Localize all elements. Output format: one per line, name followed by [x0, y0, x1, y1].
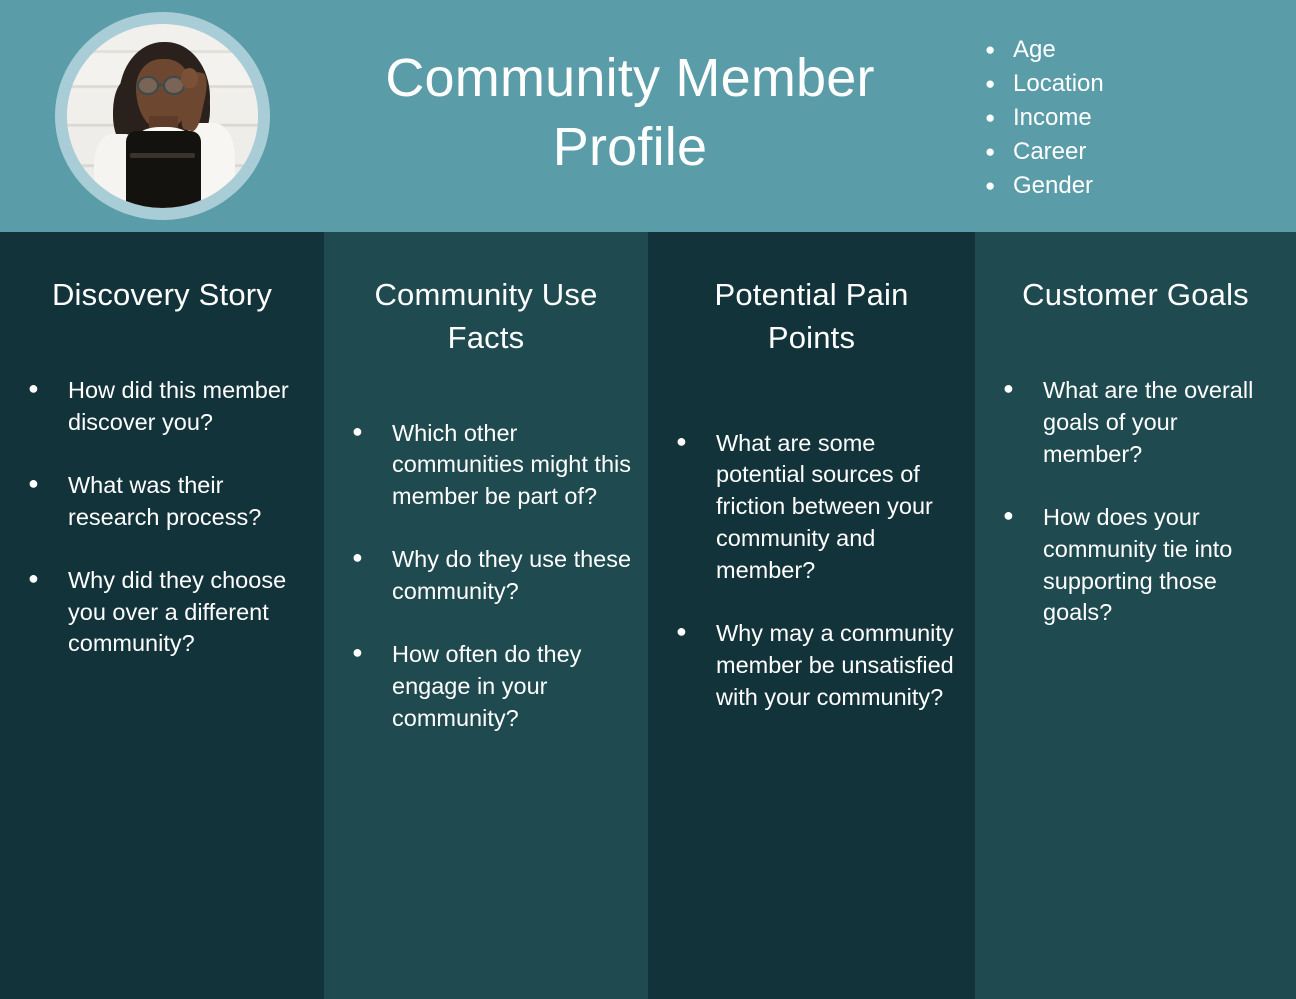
list-item: ● Career — [985, 136, 1104, 168]
photo-dress — [126, 130, 201, 208]
list-item: ● What was their research process? — [20, 470, 310, 534]
page-title: Community Member Profile — [385, 48, 875, 178]
list-item: ● Age — [985, 34, 1104, 66]
photo-hand — [180, 68, 198, 89]
column-discovery-story: Discovery Story ● How did this member di… — [0, 232, 324, 999]
list-item: ● Gender — [985, 170, 1104, 202]
list-item: ● Why may a community member be unsatisf… — [668, 618, 961, 714]
list-item-text: Why did they choose you over a different… — [68, 566, 287, 657]
header-banner: Community Member Profile ● Age ● Locatio… — [0, 0, 1296, 232]
bullet-icon: ● — [985, 73, 996, 93]
bullet-icon: ● — [28, 472, 39, 493]
column-item-list: ● How did this member discover you? ● Wh… — [0, 375, 324, 661]
bullet-icon: ● — [28, 377, 39, 398]
bullet-icon: ● — [1003, 377, 1014, 398]
list-item: ● Which other communities might this mem… — [344, 418, 634, 514]
list-item-text: Which other communities might this membe… — [392, 419, 631, 510]
demographic-label: Gender — [1013, 171, 1094, 199]
list-item-text: How does your community tie into support… — [1043, 503, 1233, 626]
list-item-text: Why do they use these community? — [392, 546, 632, 605]
column-item-list: ● What are some potential sources of fri… — [648, 428, 975, 715]
photo-glasses-left-lens — [136, 75, 159, 95]
bullet-icon: ● — [985, 141, 996, 161]
demographic-label: Location — [1013, 69, 1104, 97]
demographic-label: Career — [1013, 137, 1087, 165]
bullet-icon: ● — [676, 430, 687, 451]
column-potential-pain-points: Potential Pain Points ● What are some po… — [648, 232, 975, 999]
bullet-icon: ● — [985, 107, 996, 127]
list-item: ● Why do they use these community? — [344, 544, 634, 608]
avatar-photo — [67, 24, 258, 208]
list-item: ● How did this member discover you? — [20, 375, 310, 439]
bullet-icon: ● — [676, 621, 687, 642]
bullet-icon: ● — [985, 40, 996, 59]
list-item-text: Why may a community member be unsatisfie… — [716, 620, 954, 711]
column-title: Community Use Facts — [374, 277, 598, 355]
list-item-text: How often do they engage in your communi… — [392, 641, 582, 732]
demographics-list: ● Age ● Location ● Income ● Career ● Gen… — [985, 34, 1104, 204]
demographic-label: Income — [1013, 103, 1092, 131]
bullet-icon: ● — [352, 547, 363, 568]
bullet-icon: ● — [1003, 504, 1014, 525]
list-item-text: How did this member discover you? — [68, 376, 289, 435]
demographic-label: Age — [1013, 36, 1056, 63]
bullet-icon: ● — [352, 420, 363, 441]
bullet-icon: ● — [28, 567, 39, 588]
list-item: ● How often do they engage in your commu… — [344, 639, 634, 735]
column-item-list: ● Which other communities might this mem… — [324, 418, 648, 736]
column-community-use-facts: Community Use Facts ● Which other commun… — [324, 232, 648, 999]
list-item-text: What are some potential sources of frict… — [716, 429, 933, 584]
column-customer-goals: Customer Goals ● What are the overall go… — [975, 232, 1296, 999]
list-item: ● Income — [985, 102, 1104, 134]
bullet-icon: ● — [985, 175, 996, 195]
bullet-icon: ● — [352, 642, 363, 663]
list-item: ● Why did they choose you over a differe… — [20, 565, 310, 661]
column-title: Discovery Story — [51, 277, 273, 312]
columns-container: Discovery Story ● How did this member di… — [0, 232, 1296, 999]
column-title: Potential Pain Points — [714, 277, 909, 355]
column-title: Customer Goals — [1022, 277, 1249, 312]
photo-glasses-bridge — [158, 83, 165, 87]
list-item-text: What are the overall goals of your membe… — [1043, 376, 1254, 467]
list-item-text: What was their research process? — [68, 471, 262, 530]
column-item-list: ● What are the overall goals of your mem… — [975, 375, 1296, 630]
list-item: ● How does your community tie into suppo… — [995, 502, 1282, 630]
list-item: ● What are some potential sources of fri… — [668, 428, 961, 588]
list-item: ● What are the overall goals of your mem… — [995, 375, 1282, 471]
avatar — [55, 12, 270, 220]
photo-belt — [130, 152, 195, 158]
list-item: ● Location — [985, 68, 1104, 100]
